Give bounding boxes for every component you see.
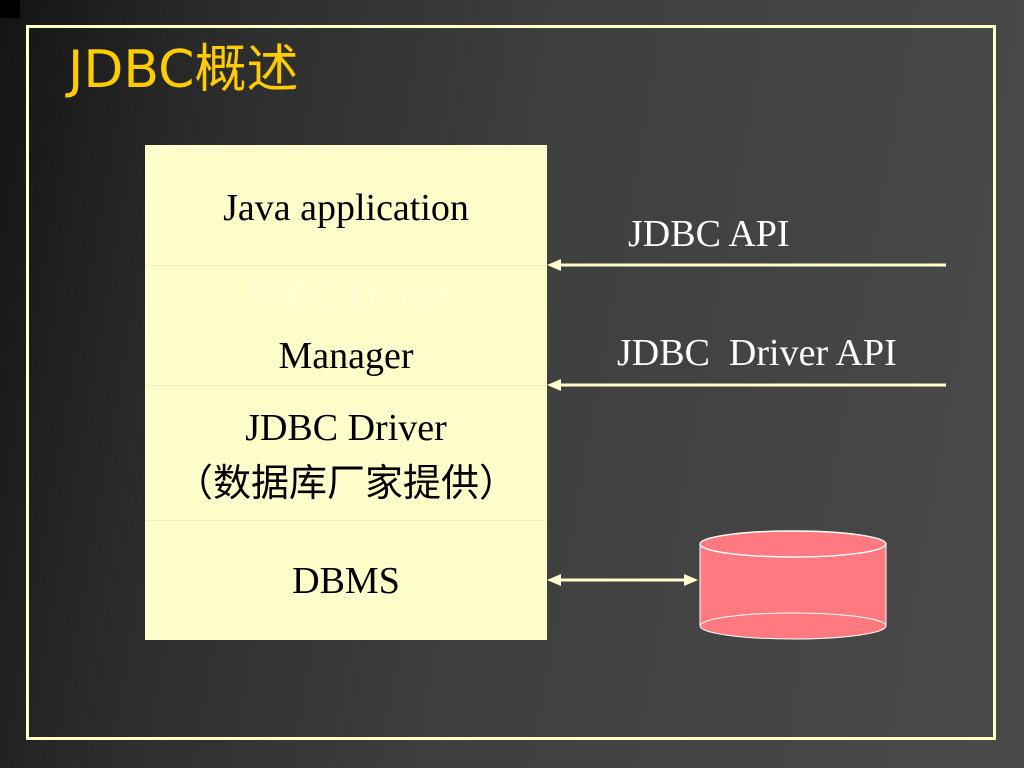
- layer-jdbc-driver-vendor-label: （数据库厂家提供）: [174, 463, 517, 505]
- corner-marker: [0, 0, 20, 18]
- database-cylinder-icon: [699, 530, 887, 640]
- layer-dbms-label: DBMS: [292, 560, 400, 602]
- slide-title: JDBC概述: [68, 40, 299, 100]
- layer-dbms: DBMS: [145, 520, 547, 640]
- layer-java-application-label: Java application: [223, 187, 469, 229]
- layer-jdbc-driver-manager-ghost-label: JDBC Driver: [245, 275, 447, 317]
- layer-jdbc-driver-label: JDBC Driver: [245, 407, 447, 449]
- jdbc-driver-api-arrow: [547, 379, 946, 391]
- layer-jdbc-driver: JDBC Driver （数据库厂家提供）: [145, 385, 547, 520]
- jdbc-api-label: JDBC API: [628, 213, 790, 255]
- layer-java-application: Java application: [145, 145, 547, 265]
- layer-jdbc-driver-manager-label: Manager: [278, 335, 414, 377]
- dbms-database-connector: [547, 574, 698, 586]
- jdbc-api-arrow: [547, 259, 946, 271]
- layer-jdbc-driver-manager: JDBC Driver Manager: [145, 265, 547, 385]
- jdbc-driver-api-label: JDBC Driver API: [617, 332, 897, 374]
- slide-frame: [26, 25, 996, 740]
- architecture-stack: Java application JDBC Driver Manager JDB…: [145, 145, 547, 640]
